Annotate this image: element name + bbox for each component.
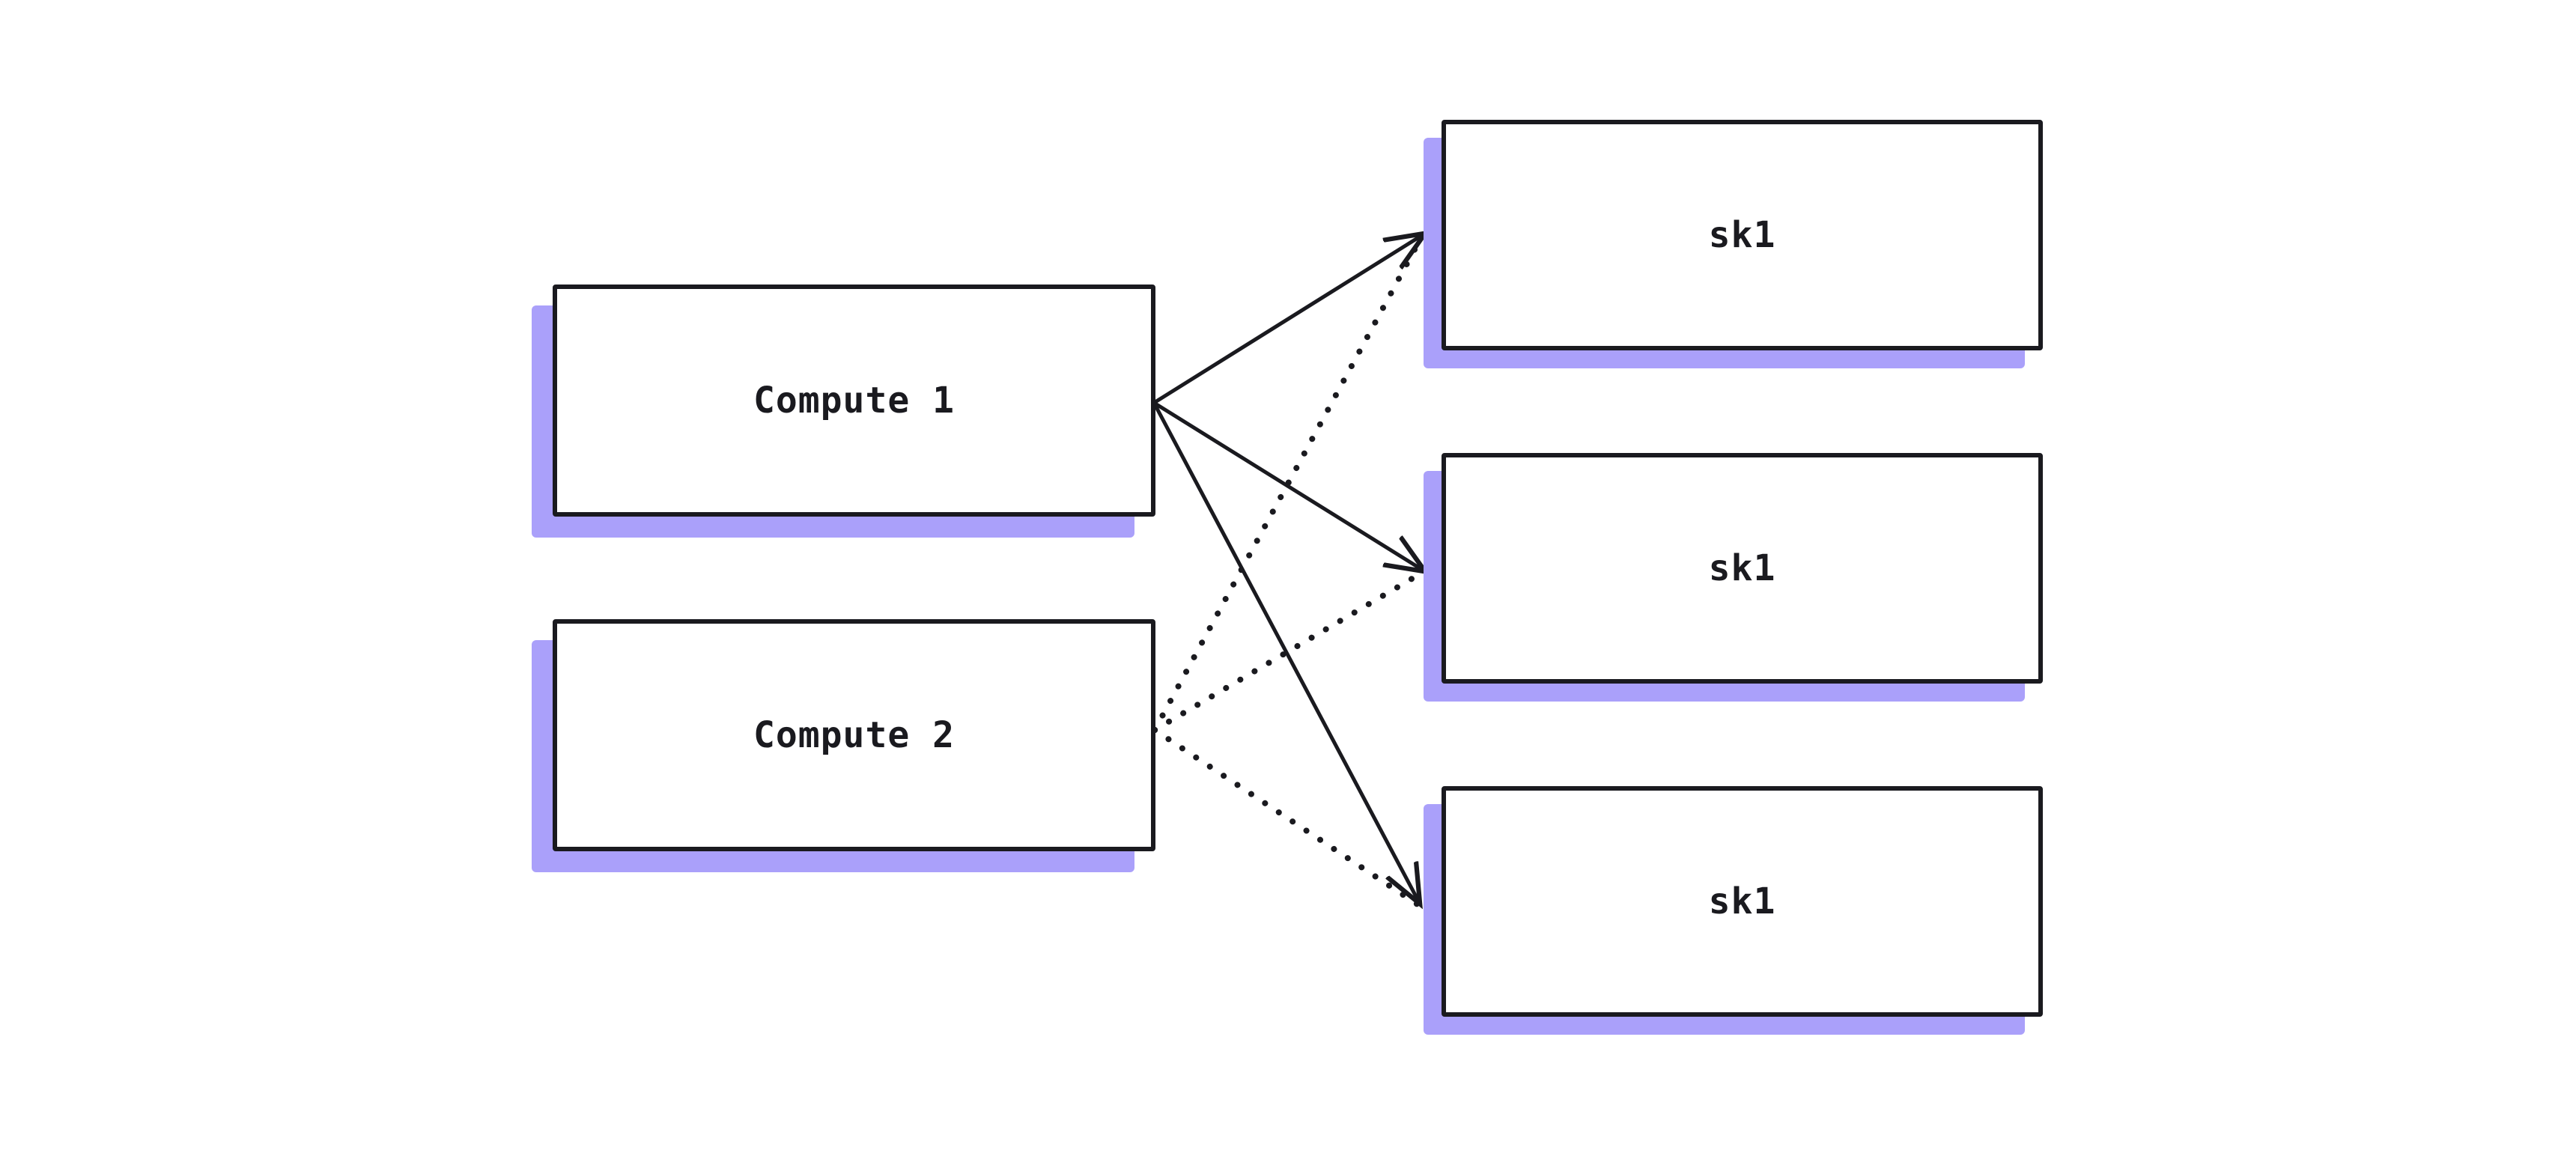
node-label: Compute 2 [753,714,956,756]
node-label: sk1 [1708,214,1776,256]
node-compute-2[interactable]: Compute 2 [532,619,1155,872]
edge-c1-sk1c[interactable] [1152,401,1419,902]
edge-c2-sk1a[interactable] [1152,233,1425,733]
edge-c2-sk1b[interactable] [1152,570,1425,733]
edge-c1-sk1b[interactable] [1152,401,1424,571]
node-sk1-b[interactable]: sk1 [1424,453,2043,702]
node-compute-1[interactable]: Compute 1 [532,285,1155,538]
node-box[interactable]: sk1 [1442,120,2043,350]
node-label: sk1 [1708,880,1776,922]
node-sk1-a[interactable]: sk1 [1424,120,2043,368]
node-box[interactable]: sk1 [1442,453,2043,684]
edges [1152,233,1425,907]
node-sk1-c[interactable]: sk1 [1424,786,2043,1035]
edge-c2-sk1c[interactable] [1152,727,1421,907]
node-box[interactable]: sk1 [1442,786,2043,1017]
node-box[interactable]: Compute 2 [553,619,1155,851]
node-label: sk1 [1708,547,1776,589]
node-label: Compute 1 [753,380,956,422]
node-box[interactable]: Compute 1 [553,285,1155,517]
edge-c1-sk1a[interactable] [1152,234,1424,405]
